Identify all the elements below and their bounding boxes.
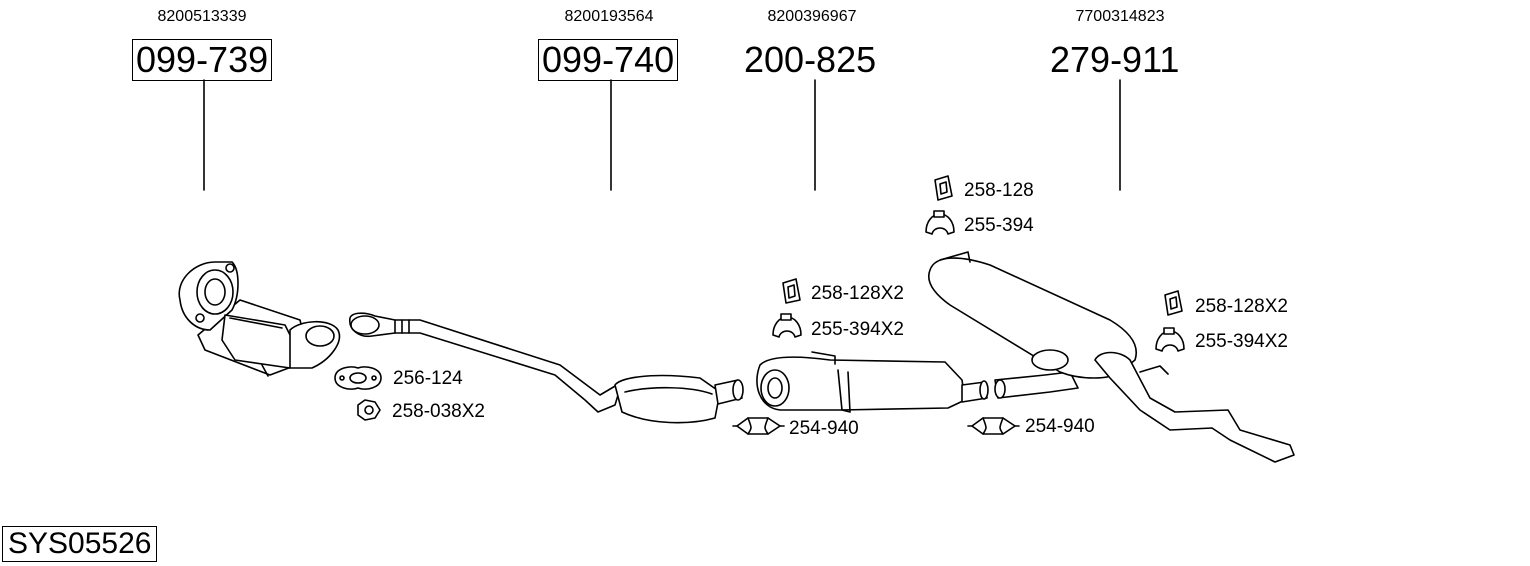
hanger-icon-mid[interactable]: [772, 313, 802, 338]
part-number-1[interactable]: 099-739: [132, 39, 273, 81]
front-catalyst-part[interactable]: [178, 261, 341, 377]
rubber-mount-icon-right[interactable]: [1164, 290, 1183, 316]
hanger-icon-right[interactable]: [1155, 327, 1185, 352]
hanger-label-top: 255-394: [964, 215, 1034, 236]
oe-number-3: 8200396967: [767, 8, 857, 25]
rubber-mount-icon-top[interactable]: [934, 175, 953, 201]
hanger-icon-top[interactable]: [925, 210, 955, 235]
rear-silencer-part[interactable]: [928, 251, 1295, 463]
system-code-label: SYS05526: [2, 526, 158, 562]
clamp-label-1: 254-940: [789, 418, 859, 439]
mount-label-top: 258-128: [964, 180, 1034, 201]
rubber-mount-icon-mid[interactable]: [782, 278, 801, 304]
mount-label-mid: 258-128X2: [811, 283, 904, 304]
clamp-icon-1[interactable]: [732, 417, 785, 435]
oe-number-2: 8200193564: [564, 8, 654, 25]
clamp-icon-2[interactable]: [967, 417, 1020, 435]
part-number-4[interactable]: 279-911: [1050, 39, 1180, 80]
clamp-label-2: 254-940: [1025, 416, 1095, 437]
nut-label: 258-038X2: [392, 401, 485, 422]
part-number-3[interactable]: 200-825: [744, 39, 877, 80]
mount-label-right: 258-128X2: [1195, 296, 1288, 317]
oe-number-1: 8200513339: [157, 8, 247, 25]
hanger-label-right: 255-394X2: [1195, 331, 1288, 352]
gasket-icon[interactable]: [334, 366, 382, 390]
front-silencer-part[interactable]: [756, 351, 989, 413]
part-number-2[interactable]: 099-740: [538, 39, 679, 81]
nut-icon[interactable]: [357, 399, 381, 421]
mid-catalyst-part[interactable]: [349, 312, 744, 424]
gasket-label: 256-124: [393, 368, 463, 389]
hanger-label-mid: 255-394X2: [811, 319, 904, 340]
oe-number-4: 7700314823: [1075, 8, 1165, 25]
